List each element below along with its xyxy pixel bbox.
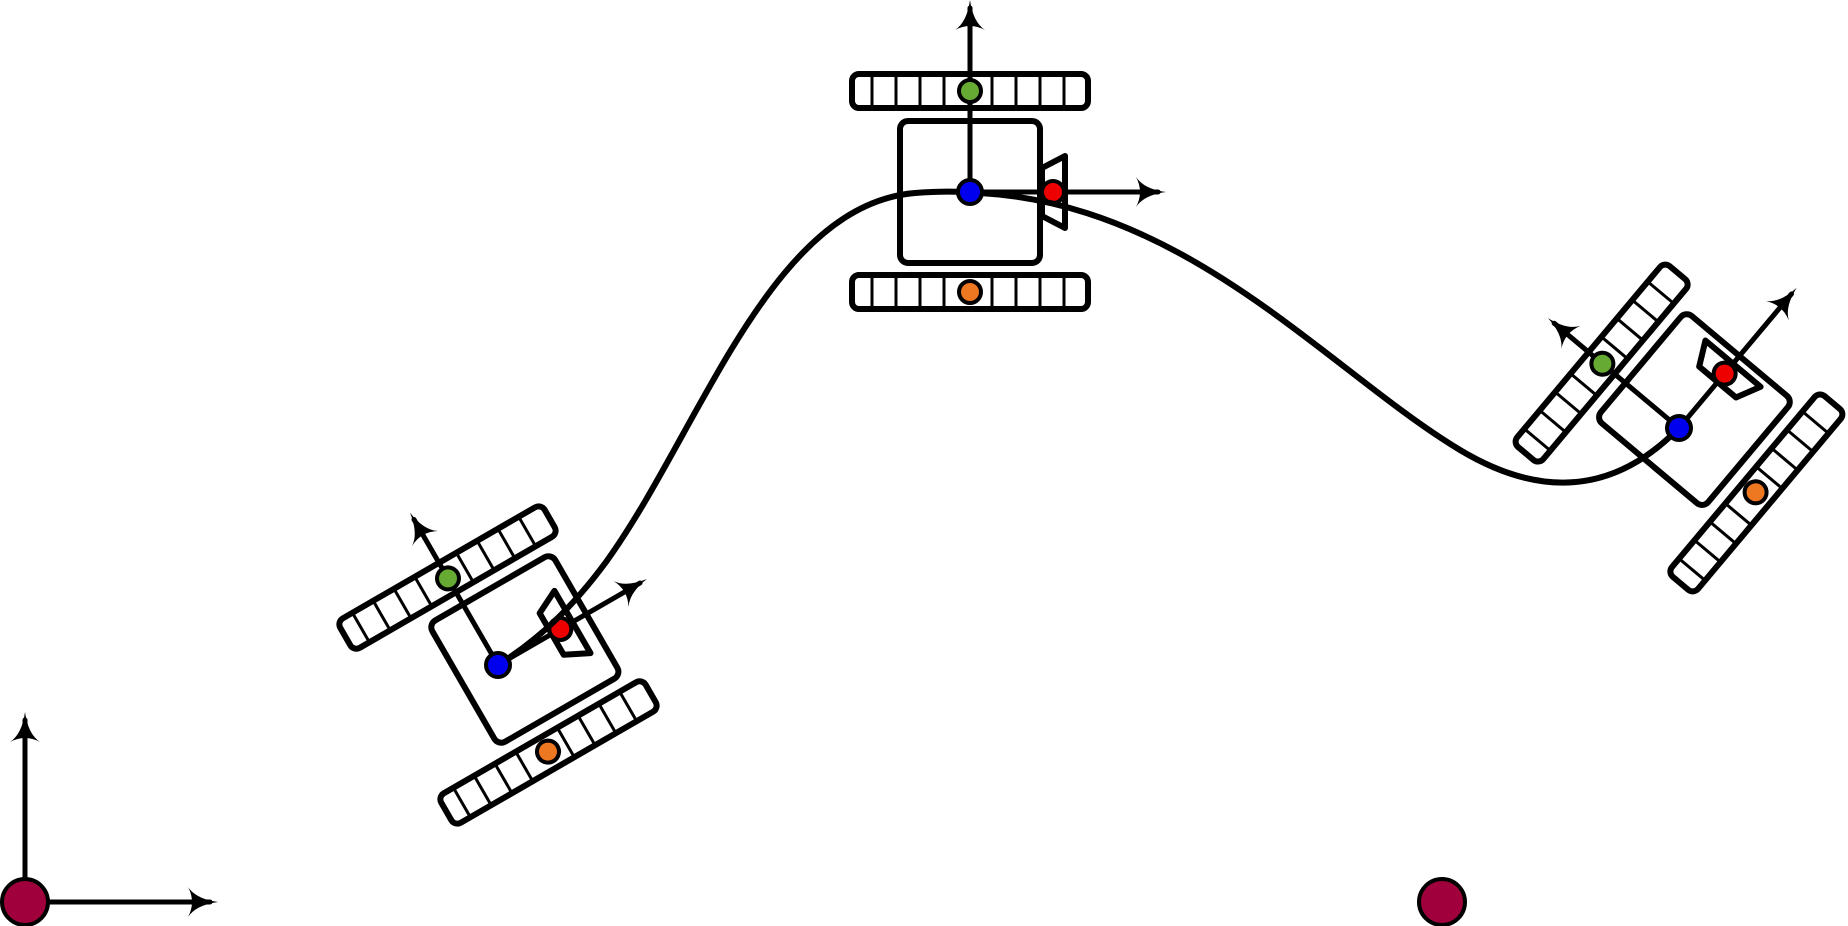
- robot-y-axis: [1548, 318, 1682, 431]
- robot-start-center-point: [484, 651, 512, 679]
- robot-peak-center-point: [956, 178, 984, 206]
- right-wheel-point: [535, 738, 561, 765]
- left-wheel-point: [1589, 350, 1616, 377]
- robot-end-center-point: [1665, 414, 1693, 442]
- robot-x-axis: [1676, 287, 1797, 431]
- robot-start: [336, 503, 660, 827]
- front-point: [1711, 360, 1738, 387]
- landmark-2: [1417, 877, 1467, 926]
- robot-end: [1512, 261, 1846, 595]
- trajectory-curve: [495, 188, 1682, 668]
- landmark-origin: [0, 877, 50, 926]
- world-frame: [9, 712, 218, 917]
- right-wheel-point: [957, 279, 983, 305]
- robot-peak: [849, 0, 1166, 312]
- right-wheel-point: [1742, 479, 1769, 506]
- robot-y-axis: [410, 512, 501, 668]
- left-wheel-point: [957, 78, 983, 104]
- left-wheel-point: [435, 565, 461, 592]
